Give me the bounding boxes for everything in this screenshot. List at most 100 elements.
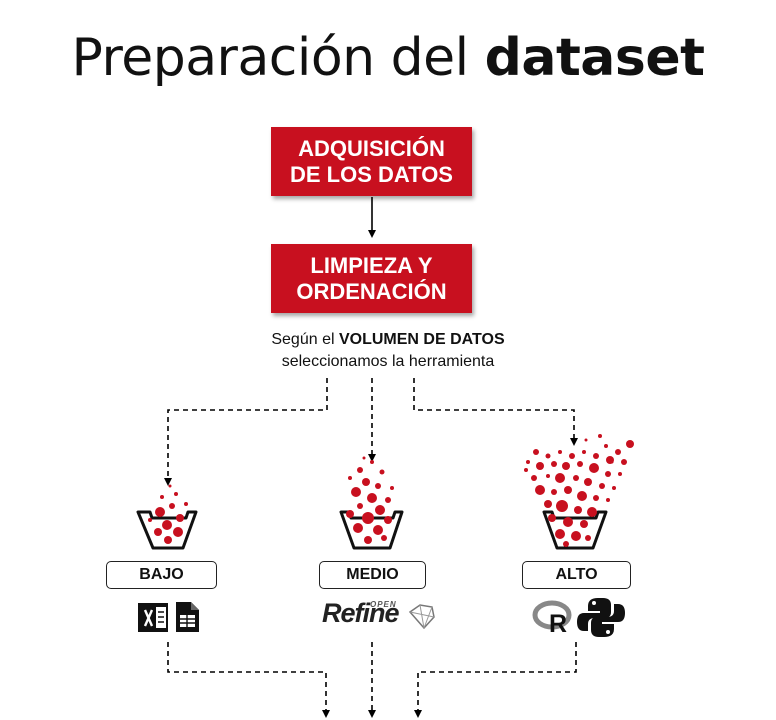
data-dot-medio (384, 516, 392, 524)
data-dot-alto (564, 486, 572, 494)
data-dot-bajo (154, 528, 162, 536)
openrefine-logo-text: Refine (322, 598, 400, 628)
merge-alto (414, 642, 577, 718)
data-dot-bajo (148, 518, 152, 522)
data-dot-alto (621, 459, 627, 465)
data-dot-alto (562, 462, 570, 470)
data-dot-bajo (169, 503, 175, 509)
data-dot-alto (533, 449, 539, 455)
data-dot-alto (587, 507, 597, 517)
data-dot-alto (556, 500, 568, 512)
data-dot-alto (584, 478, 592, 486)
selection-note: Según el VOLUMEN DE DATOS seleccionamos … (0, 329, 776, 373)
step-adquisicion-line1: ADQUISICIÓN (298, 135, 445, 161)
data-dot-medio (357, 503, 363, 509)
data-dot-bajo (168, 484, 172, 488)
data-dot-bajo (162, 520, 172, 530)
excel-icon (138, 603, 168, 632)
data-dot-medio (364, 536, 372, 544)
data-dot-medio (357, 467, 363, 473)
data-dot-medio (370, 460, 374, 464)
level-medio-label: MEDIO (319, 561, 426, 589)
data-dot-medio (353, 523, 363, 533)
data-dot-alto (605, 471, 611, 477)
data-dot-alto (571, 531, 581, 541)
data-dots-medio (346, 456, 394, 544)
data-dot-alto (536, 462, 544, 470)
data-dot-alto (574, 506, 582, 514)
step-limpieza-line2: ORDENACIÓN (296, 278, 447, 304)
data-dot-medio (362, 478, 370, 486)
branch-alto (413, 378, 578, 446)
openrefine-diamond-icon (408, 604, 435, 630)
data-dot-medio (367, 493, 377, 503)
svg-text:R: R (549, 610, 567, 638)
level-bajo-label: BAJO (106, 561, 217, 589)
google-sheets-icon (176, 602, 199, 632)
note-bold: VOLUMEN DE DATOS (338, 331, 505, 348)
data-dot-alto (551, 489, 557, 495)
data-dot-alto (544, 500, 552, 508)
data-dot-alto (582, 450, 586, 454)
data-dot-alto (612, 486, 616, 490)
data-dot-alto (548, 514, 556, 522)
data-dot-alto (524, 468, 528, 472)
data-dot-bajo (173, 527, 183, 537)
data-dots-bajo (148, 484, 188, 544)
note-prefix: Según el (271, 331, 335, 348)
step-adquisicion: ADQUISICIÓN DE LOS DATOS (271, 127, 472, 196)
data-dot-medio (346, 510, 354, 518)
data-dot-alto (531, 475, 537, 481)
data-dots-alto (524, 434, 634, 547)
data-dot-bajo (176, 514, 184, 522)
data-dot-alto (604, 444, 608, 448)
title-light: Preparación del (71, 28, 470, 88)
title-bold: dataset (484, 28, 705, 88)
data-dot-bajo (164, 536, 172, 544)
step-adquisicion-line2: DE LOS DATOS (290, 161, 453, 187)
data-dot-alto (535, 485, 545, 495)
data-dot-medio (351, 487, 361, 497)
page-title: Preparación del dataset (0, 28, 776, 88)
data-dot-bajo (160, 495, 164, 499)
data-dot-alto (555, 473, 565, 483)
data-dot-alto (563, 517, 573, 527)
level-alto-label: ALTO (522, 561, 631, 589)
data-dot-alto (589, 463, 599, 473)
data-dot-alto (593, 453, 599, 459)
step-limpieza: LIMPIEZA Y ORDENACIÓN (271, 244, 472, 313)
merge-bajo (167, 642, 330, 718)
data-dot-alto (577, 491, 587, 501)
data-dot-alto (580, 520, 588, 528)
data-dot-medio (385, 497, 391, 503)
data-dot-bajo (174, 492, 178, 496)
data-dot-alto (555, 529, 565, 539)
data-dot-alto (551, 461, 557, 467)
data-dot-alto (626, 440, 634, 448)
data-dot-alto (526, 460, 530, 464)
data-dot-alto (618, 472, 622, 476)
branch-bajo (164, 378, 328, 486)
data-dot-alto (598, 434, 602, 438)
data-dot-medio (379, 469, 385, 475)
data-dot-alto (545, 453, 551, 459)
data-dot-medio (348, 476, 352, 480)
data-dot-alto (615, 449, 621, 455)
data-dot-medio (390, 486, 394, 490)
step-limpieza-line1: LIMPIEZA Y (310, 252, 433, 278)
bucket-bajo (136, 510, 198, 550)
data-dot-medio (362, 456, 366, 460)
note-line2: seleccionamos la herramienta (281, 353, 495, 370)
data-dot-alto (599, 483, 605, 489)
data-dot-bajo (155, 507, 165, 517)
bucket-alto (542, 510, 608, 550)
python-logo-icon (577, 598, 625, 637)
data-dot-alto (584, 438, 588, 442)
data-dot-medio (373, 525, 383, 535)
data-dot-alto (593, 495, 599, 501)
data-dot-alto (569, 453, 575, 459)
data-dot-alto (546, 474, 550, 478)
data-dot-alto (606, 498, 610, 502)
data-dot-alto (573, 475, 579, 481)
